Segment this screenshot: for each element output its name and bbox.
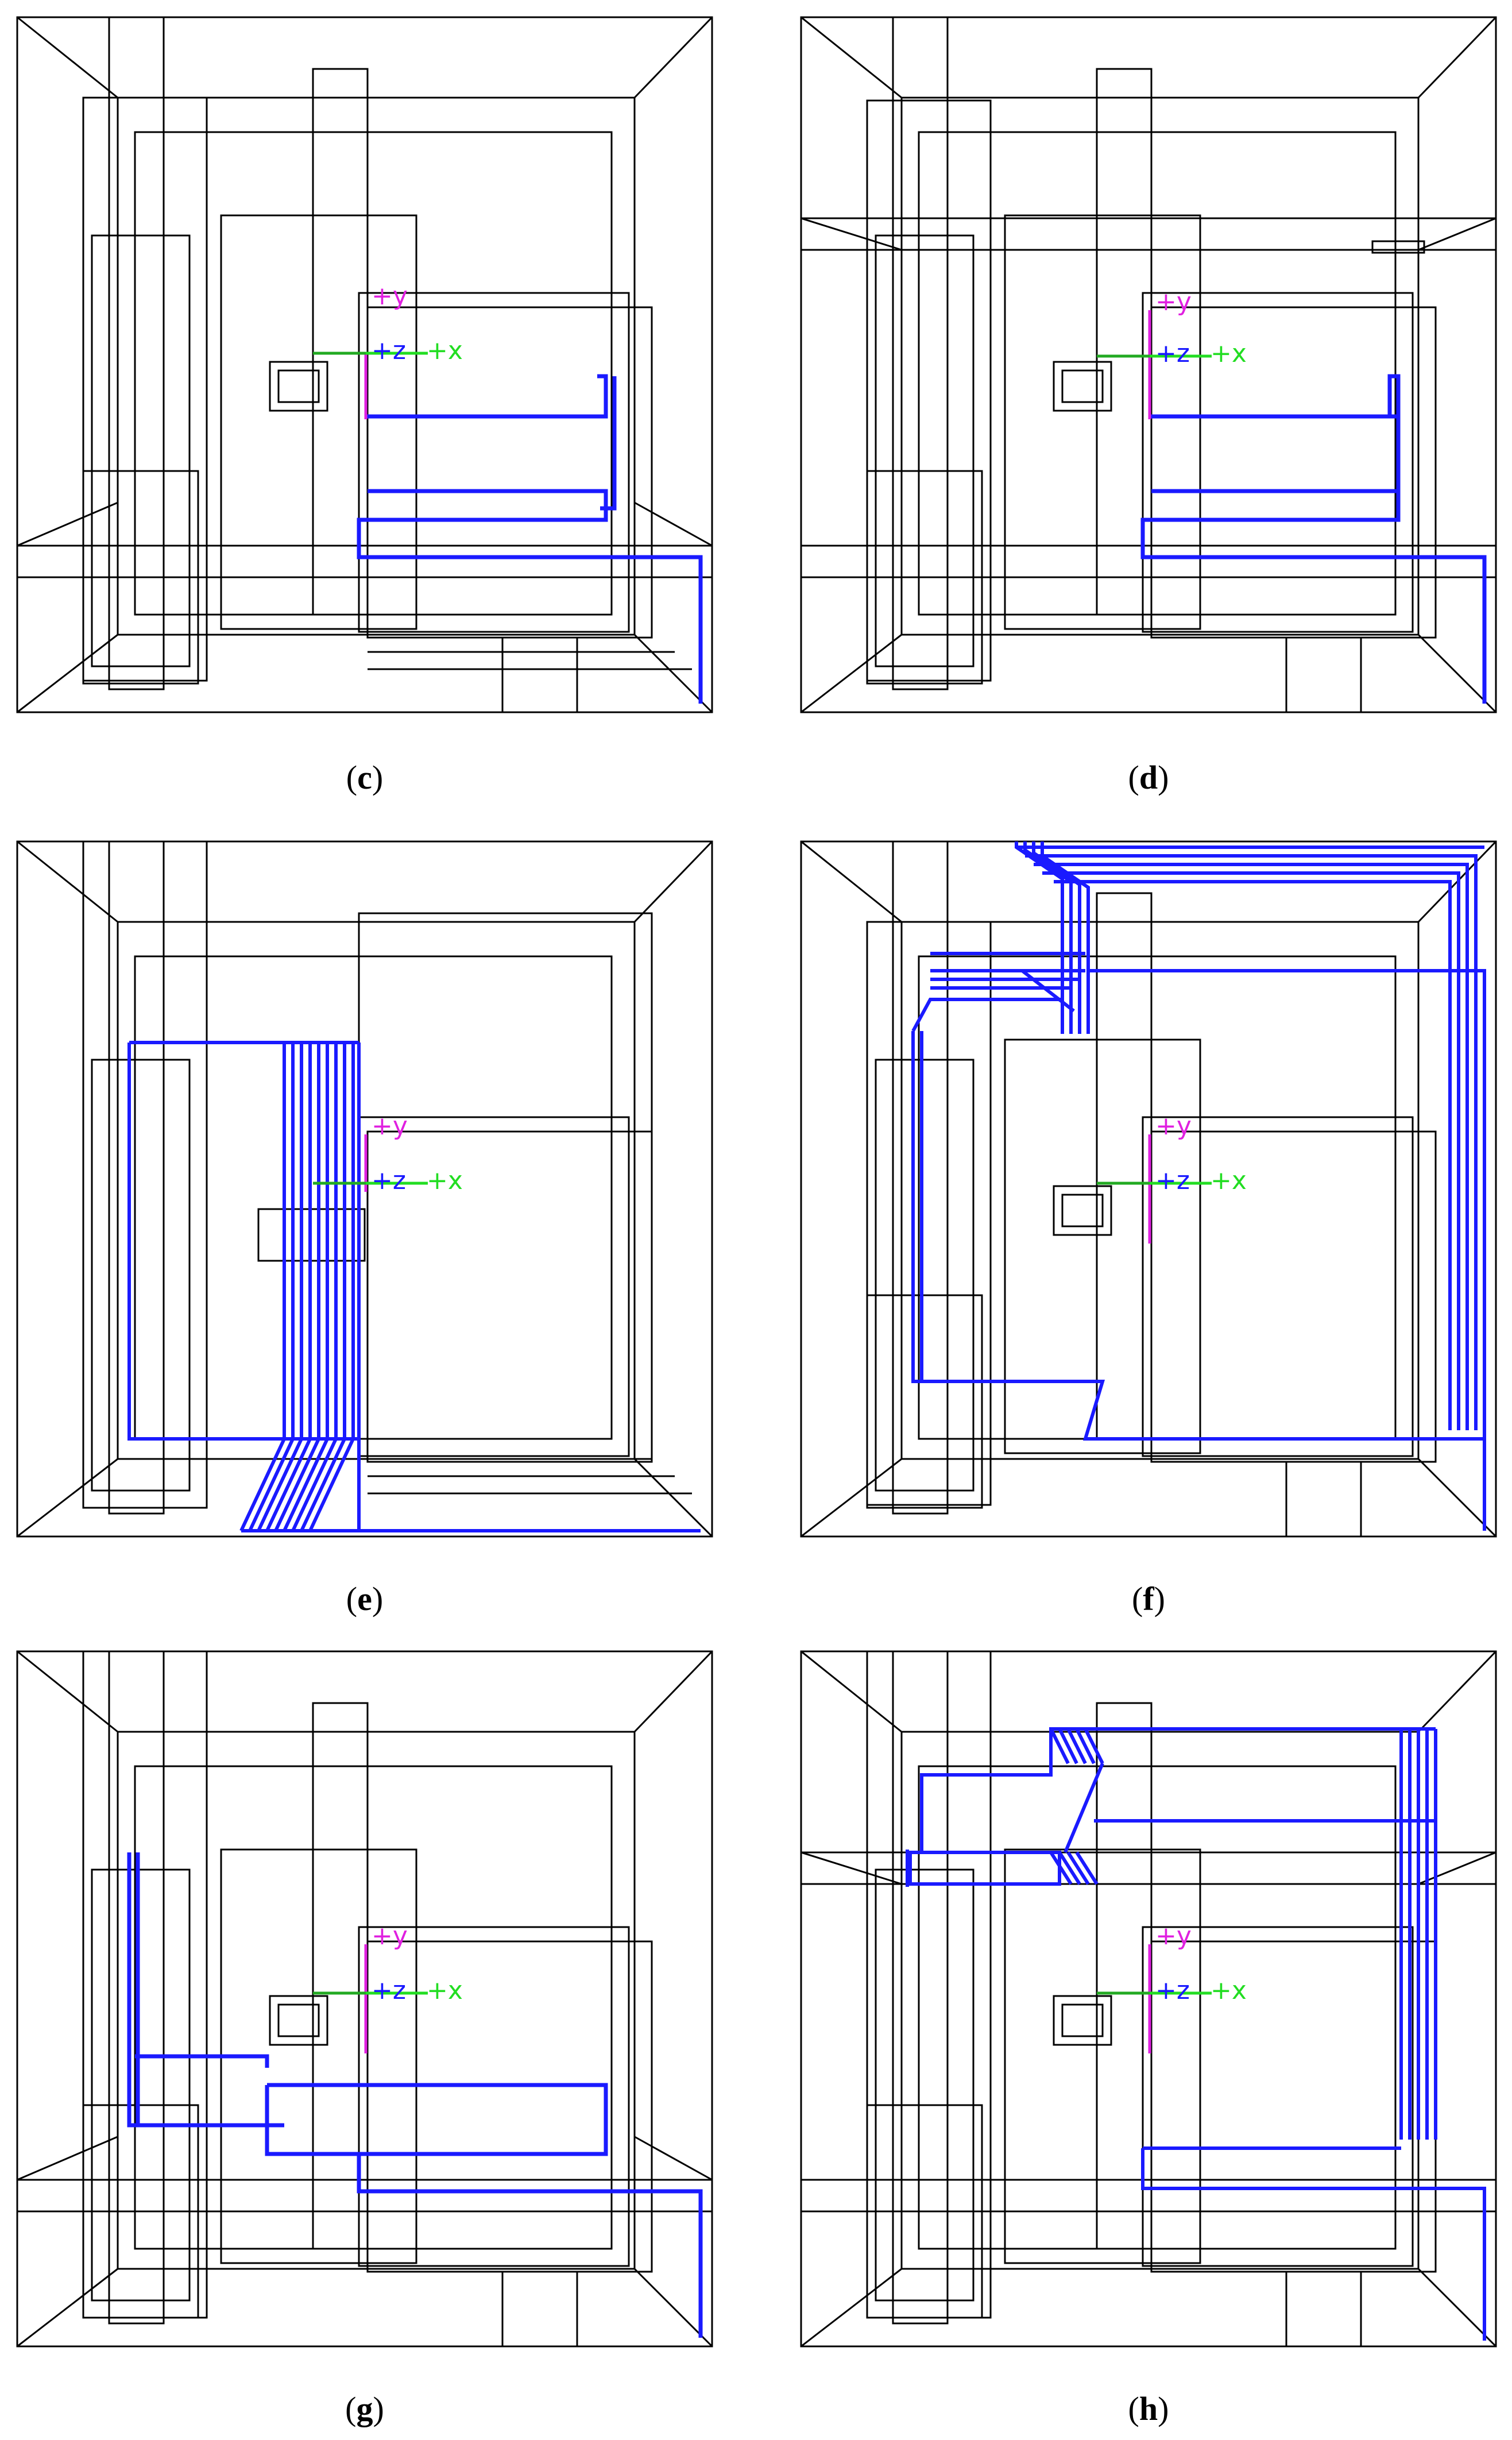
axis-label-x: +x	[427, 336, 463, 365]
caption-g: (g)	[345, 2390, 384, 2427]
axis-label-y: +y	[372, 281, 408, 311]
axis-label-y: +y	[372, 1921, 408, 1951]
axis-triad-c: +y +z +x	[313, 281, 463, 419]
wireframe-view-g: +y +z +x	[16, 1650, 713, 2348]
axis-label-z: +z	[1155, 339, 1190, 368]
axis-label-x: +x	[427, 1166, 463, 1195]
wireframe-view-h: +y +z +x	[800, 1650, 1497, 2348]
caption-h: (h)	[1128, 2390, 1169, 2427]
axis-triad-g: +y +z +x	[313, 1921, 463, 2053]
axis-triad-d: +y +z +x	[1097, 287, 1247, 419]
axis-label-z: +z	[1155, 1976, 1190, 2005]
wireframe-view-d: +y +z +x	[800, 16, 1497, 713]
wireframe-view-c: +y +z +x	[16, 16, 713, 713]
axis-label-x: +x	[1211, 1976, 1247, 2005]
panel-g: +y +z +x	[14, 1648, 715, 2349]
axis-label-y: +y	[1155, 1921, 1192, 1951]
panel-h: +y +z +x	[798, 1648, 1499, 2349]
axis-label-x: +x	[1211, 339, 1247, 368]
axis-triad-e: +y +z +x	[313, 1111, 463, 1195]
axis-triad-h: +y +z +x	[1097, 1921, 1247, 2053]
panel-c: +y +z +x	[14, 14, 715, 715]
axis-label-x: +x	[1211, 1166, 1247, 1195]
axis-label-z: +z	[1155, 1166, 1190, 1195]
caption-f: (f)	[1132, 1580, 1165, 1617]
axis-label-x: +x	[427, 1976, 463, 2005]
caption-e: (e)	[346, 1580, 384, 1617]
axis-label-y: +y	[1155, 1111, 1192, 1141]
caption-d: (d)	[1128, 759, 1169, 796]
axis-label-y: +y	[372, 1111, 408, 1141]
axis-label-y: +y	[1155, 287, 1192, 316]
axis-label-z: +z	[372, 1976, 406, 2005]
caption-c: (c)	[346, 759, 384, 796]
panel-f: +y +z +x	[798, 839, 1499, 1539]
axis-label-z: +z	[372, 1166, 406, 1195]
panel-d: +y +z +x	[798, 14, 1499, 715]
panel-e: +y +z +x	[14, 839, 715, 1539]
axis-triad-f: +y +z +x	[1097, 1111, 1247, 1244]
wireframe-view-f: +y +z +x	[800, 840, 1497, 1538]
axis-label-z: +z	[372, 336, 406, 365]
wireframe-view-e: +y +z +x	[16, 840, 713, 1538]
